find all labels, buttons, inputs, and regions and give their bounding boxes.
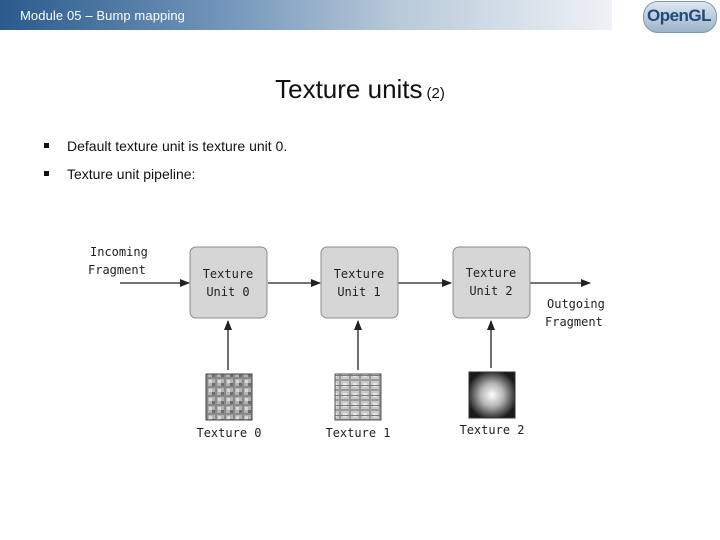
module-title: Module 05 – Bump mapping [20, 8, 186, 23]
bullet-icon [44, 170, 49, 176]
bullet-item-pipeline: Texture unit pipeline: [44, 166, 195, 182]
texture-0-image [205, 373, 253, 421]
texture-unit-0-box [189, 246, 268, 319]
texture-unit-2-box [452, 246, 531, 319]
texture-1-image [334, 373, 382, 421]
bullet-item-default-unit: Default texture unit is texture unit 0. [44, 138, 287, 154]
outgoing-label-line1: Outgoing [547, 297, 605, 311]
bullet-text: Default texture unit is texture unit 0. [67, 138, 288, 154]
texture-1-label: Texture 1 [325, 426, 390, 440]
slide-title: Texture units(2) [0, 74, 720, 105]
slide-title-suffix: (2) [426, 85, 445, 102]
bullet-text: Texture unit pipeline: [67, 166, 196, 182]
texture-unit-1-box [320, 246, 399, 319]
outgoing-label-line2: Fragment [545, 315, 603, 329]
texture-2-label: Texture 2 [459, 423, 524, 437]
texture-2-image [468, 371, 516, 419]
texture-unit-1-line2: Unit 1 [337, 285, 380, 299]
bullet-icon [44, 142, 49, 148]
logo-text: OpenGL [646, 6, 712, 25]
logo-badge [643, 1, 717, 33]
incoming-label-line2: Fragment [88, 263, 146, 277]
texture-unit-0-line1: Texture [203, 267, 254, 281]
texture-unit-2-line1: Texture [466, 266, 517, 280]
slide-title-main: Texture units [275, 74, 423, 104]
incoming-label-line1: Incoming [90, 245, 148, 259]
texture-unit-2-line2: Unit 2 [469, 284, 512, 298]
texture-unit-1-line1: Texture [334, 267, 385, 281]
texture-unit-0-line2: Unit 0 [206, 285, 249, 299]
opengl-logo: OpenGL [643, 1, 717, 33]
texture-0-label: Texture 0 [196, 426, 261, 440]
header-band: Module 05 – Bump mapping [0, 0, 612, 30]
